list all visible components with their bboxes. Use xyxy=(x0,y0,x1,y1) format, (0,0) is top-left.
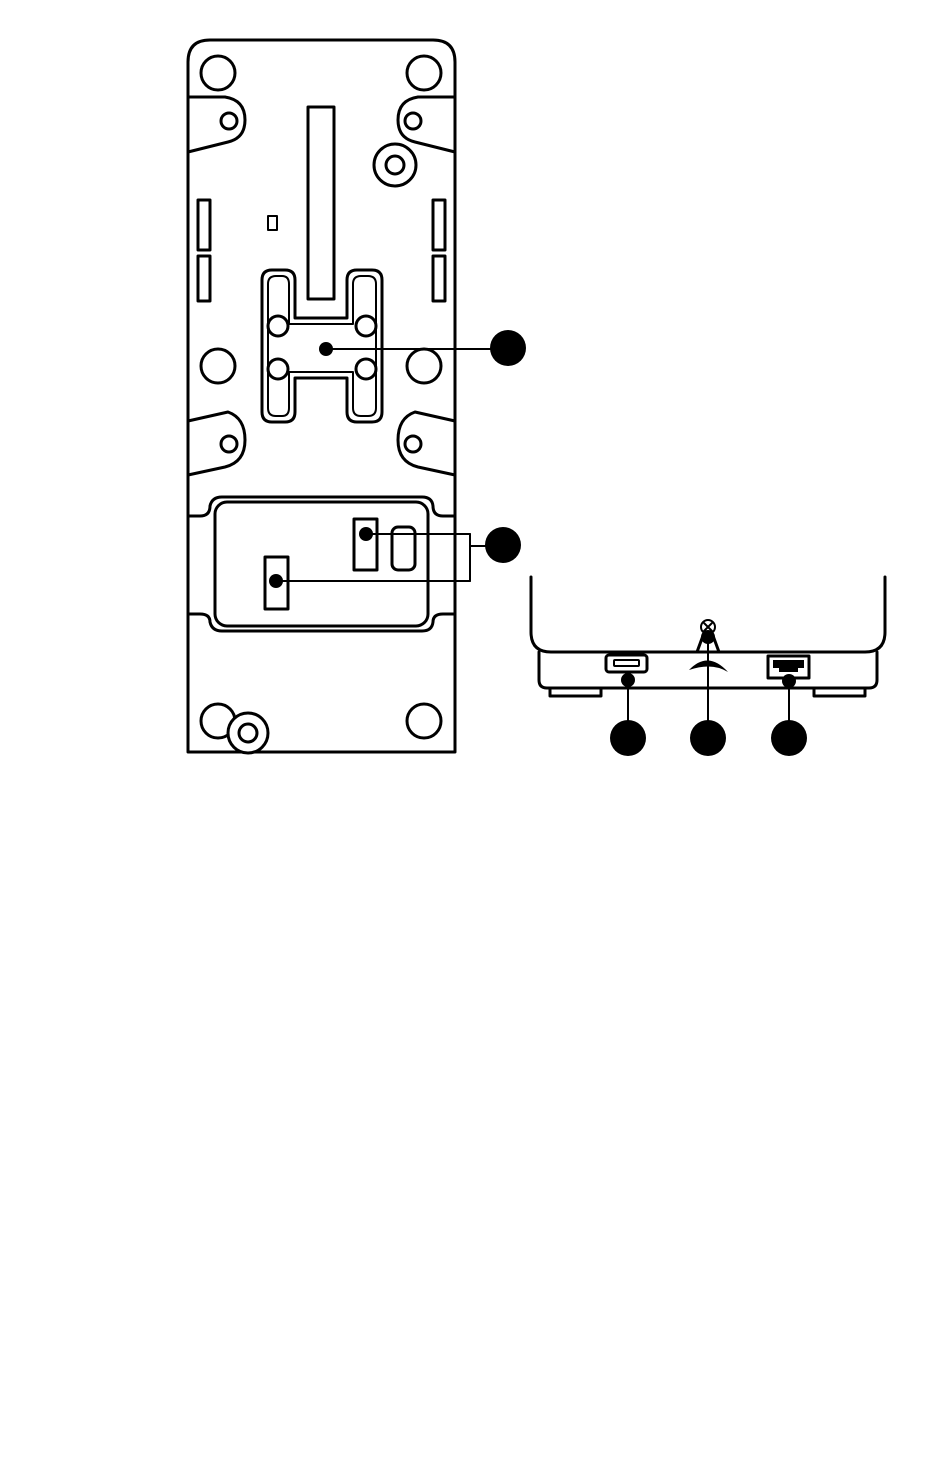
clamp-hole-bottom-right xyxy=(405,436,421,452)
switch-slot-right xyxy=(354,519,377,570)
side-slot-right-top xyxy=(433,200,445,250)
leader-dot-mount-plate xyxy=(319,342,333,356)
leader-dot-cable-guide xyxy=(701,630,715,644)
corner-hole-bottom-right xyxy=(407,704,441,738)
leader-dot-usb xyxy=(621,673,635,687)
mount-hole-4 xyxy=(356,359,376,379)
compartment-outline-outer xyxy=(188,497,455,516)
clamp-hole-top-right xyxy=(405,113,421,129)
leader-dot-switch-left xyxy=(269,574,283,588)
leader-dot-switch-right xyxy=(359,527,373,541)
callout-marker-rj xyxy=(771,720,807,756)
compartment-panel xyxy=(215,502,428,626)
mount-hole-3 xyxy=(356,316,376,336)
foot-left xyxy=(550,688,601,696)
center-slot xyxy=(308,107,334,299)
round-boss-inner xyxy=(386,156,404,174)
side-slot-left-bottom xyxy=(198,256,210,301)
leader-dot-rj xyxy=(782,674,796,688)
clamp-hole-top-left xyxy=(221,113,237,129)
callouts xyxy=(269,330,807,756)
callout-marker-switches xyxy=(485,527,521,563)
rj-port-inner xyxy=(773,660,804,672)
clamp-wing-bottom-right xyxy=(398,412,455,475)
usb-port xyxy=(606,655,647,672)
side-slot-left-top xyxy=(198,200,210,250)
side-slot-right-bottom xyxy=(433,256,445,301)
bottom-view xyxy=(188,40,455,753)
compartment-outline-bottom xyxy=(188,614,455,631)
mid-hole-right xyxy=(407,349,441,383)
mount-hole-1 xyxy=(268,316,288,336)
callout-marker-cable-guide xyxy=(690,720,726,756)
foot-right xyxy=(814,688,865,696)
usb-port-inner xyxy=(614,660,639,666)
foot-screw-outer xyxy=(228,713,268,753)
base-outline xyxy=(188,40,455,752)
mount-hole-2 xyxy=(268,359,288,379)
round-boss-outer xyxy=(374,144,416,186)
mid-hole-left xyxy=(201,349,235,383)
callout-marker-usb xyxy=(610,720,646,756)
corner-hole-top-left xyxy=(201,56,235,90)
small-tab xyxy=(268,216,277,230)
corner-hole-top-right xyxy=(407,56,441,90)
callout-marker-mount-plate xyxy=(490,330,526,366)
clamp-hole-bottom-left xyxy=(221,436,237,452)
